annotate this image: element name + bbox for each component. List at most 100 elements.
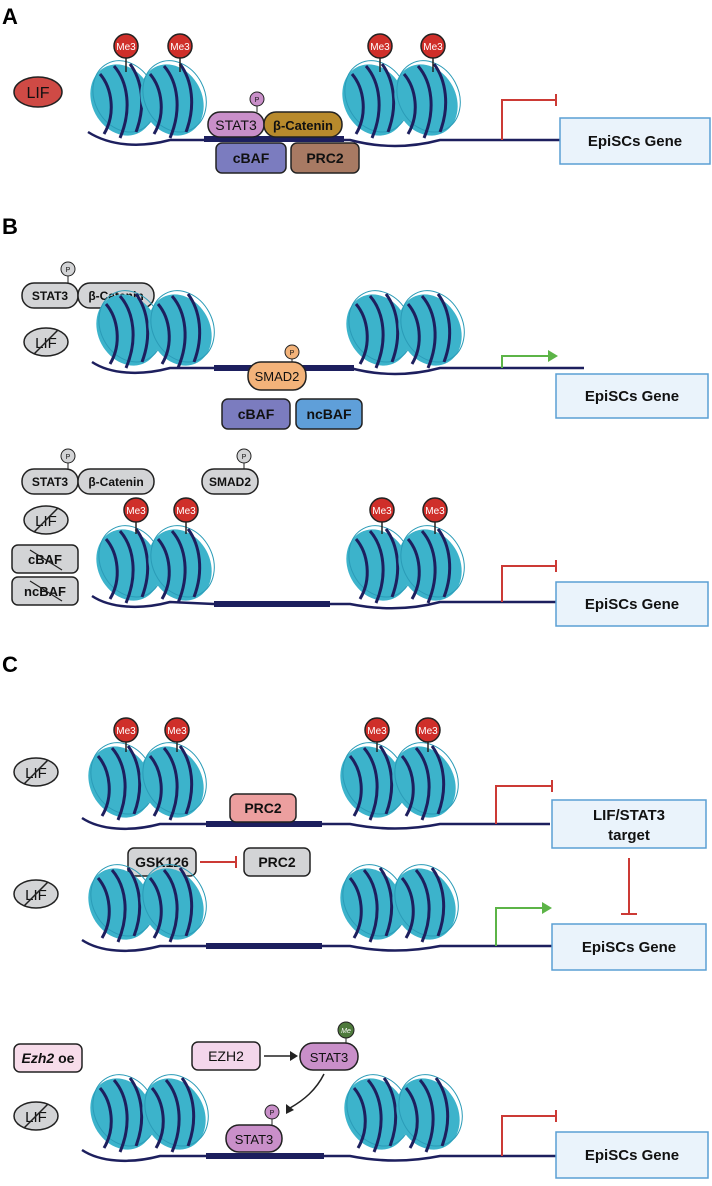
smad2-protein: SMAD2 — [247, 361, 307, 391]
panel-c-ezh2: Ezh2 oe EZH2 Me STAT3 LIF — [13, 1021, 709, 1179]
stat3-phosphorylated: STAT3 — [225, 1124, 283, 1153]
inhibition-arrow — [621, 858, 637, 915]
me3-mark: Me3 — [415, 717, 441, 752]
me3-mark: Me3 — [164, 717, 190, 752]
active-promoter-arrow — [501, 355, 550, 368]
lif-signal: LIF — [13, 76, 63, 108]
svg-text:PRC2: PRC2 — [258, 854, 296, 870]
nucleosome — [380, 48, 474, 149]
episcs-gene-box: EpiSCs Gene — [555, 581, 709, 627]
cbaf-complex: cBAF — [215, 142, 287, 174]
svg-text:cBAF: cBAF — [238, 406, 275, 422]
svg-text:Me3: Me3 — [370, 42, 390, 53]
lif-absent: LIF — [13, 879, 59, 909]
lif-absent: LIF — [13, 757, 59, 787]
svg-text:EpiSCs Gene: EpiSCs Gene — [585, 596, 679, 613]
prc2-inactive: PRC2 — [243, 847, 311, 877]
me3-mark: Me3 — [369, 497, 395, 534]
svg-text:STAT3: STAT3 — [32, 475, 69, 489]
me3-mark: Me3 — [364, 717, 390, 752]
ezh2-protein: EZH2 — [191, 1041, 261, 1071]
svg-text:Me3: Me3 — [167, 726, 187, 737]
svg-text:Me3: Me3 — [423, 42, 443, 53]
me3-mark: Me3 — [422, 497, 448, 534]
svg-text:P: P — [66, 267, 71, 274]
svg-text:Ezh2 oe: Ezh2 oe — [22, 1050, 75, 1066]
lif-stat3-target-box: LIF/STAT3 target — [551, 799, 707, 849]
svg-text:Me3: Me3 — [170, 42, 190, 53]
panel-c-gsk126: GSK126 PRC2 LIF EpiSCs Gene — [13, 847, 707, 971]
panel-b: B P STAT3 β-Catenin LIF P — [2, 214, 709, 430]
svg-text:P: P — [270, 1110, 275, 1117]
me3-mark: Me3 — [113, 717, 139, 752]
svg-text:STAT3: STAT3 — [310, 1050, 349, 1065]
arrow-head — [286, 1104, 294, 1114]
beta-catenin-protein: β-Catenin — [263, 111, 343, 138]
nucleosome — [128, 1062, 222, 1163]
svg-text:PRC2: PRC2 — [244, 800, 282, 816]
phospho-mark: P — [60, 261, 76, 283]
svg-text:ncBAF: ncBAF — [24, 584, 66, 599]
svg-text:EpiSCs Gene: EpiSCs Gene — [588, 133, 682, 150]
nucleosome — [378, 852, 472, 953]
ncbaf-absent: ncBAF — [11, 576, 79, 606]
svg-text:EpiSCs Gene: EpiSCs Gene — [582, 939, 676, 956]
phospho-mark: P — [249, 91, 265, 112]
episcs-gene-box: EpiSCs Gene — [555, 1131, 709, 1179]
svg-text:Me: Me — [341, 1028, 351, 1035]
active-promoter-arrow — [495, 907, 544, 946]
svg-text:Me3: Me3 — [425, 506, 445, 517]
nucleosome — [384, 513, 478, 614]
methyl-mark: Me — [337, 1021, 355, 1043]
svg-text:EZH2: EZH2 — [208, 1048, 244, 1064]
svg-text:Me3: Me3 — [372, 506, 392, 517]
svg-text:STAT3: STAT3 — [215, 117, 257, 133]
ncbaf-complex: ncBAF — [295, 398, 363, 430]
arrow-head — [290, 1051, 298, 1061]
repressed-promoter-arrow — [501, 1110, 557, 1156]
svg-text:Me3: Me3 — [367, 726, 387, 737]
nucleosome — [382, 1062, 476, 1163]
active-arrow-head — [542, 902, 552, 914]
enhancer-region — [206, 943, 322, 949]
svg-text:Me3: Me3 — [176, 506, 196, 517]
nucleosome — [126, 730, 220, 831]
svg-text:P: P — [290, 350, 295, 357]
nucleosome — [378, 730, 472, 831]
svg-text:Me3: Me3 — [116, 726, 136, 737]
panel-c: C LIF Me3 Me3 Me3 Me3 — [2, 652, 707, 915]
svg-text:STAT3: STAT3 — [235, 1132, 274, 1147]
repressed-promoter-arrow — [501, 94, 557, 140]
svg-text:STAT3: STAT3 — [32, 289, 69, 303]
svg-text:β-Catenin: β-Catenin — [273, 118, 333, 133]
svg-text:SMAD2: SMAD2 — [255, 369, 300, 384]
phospho-mark: P — [60, 448, 76, 469]
nucleosome — [384, 278, 478, 379]
panel-label-a: A — [2, 4, 18, 29]
svg-text:SMAD2: SMAD2 — [209, 475, 251, 489]
prc2-complex: PRC2 — [290, 142, 360, 174]
lif-absent: LIF — [23, 327, 69, 357]
svg-text:ncBAF: ncBAF — [306, 406, 352, 422]
me3-mark: Me3 — [167, 33, 193, 72]
phospho-mark: P — [236, 448, 252, 469]
enhancer-region — [204, 136, 344, 142]
repressed-promoter-arrow — [501, 560, 557, 602]
stat3-inactive: STAT3 — [21, 468, 79, 495]
enhancer-region — [214, 601, 330, 607]
episcs-gene-box: EpiSCs Gene — [555, 373, 709, 419]
svg-text:EpiSCs Gene: EpiSCs Gene — [585, 388, 679, 405]
inhibition-arrow — [200, 856, 237, 868]
repressed-promoter-arrow — [495, 780, 553, 824]
episcs-gene-box: EpiSCs Gene — [559, 117, 711, 165]
me3-mark: Me3 — [173, 497, 199, 534]
panel-b-lower: P STAT3 β-Catenin P SMAD2 LIF cBAF — [11, 448, 709, 627]
cbaf-complex: cBAF — [221, 398, 291, 430]
stat3-protein: STAT3 — [207, 111, 265, 138]
svg-text:P: P — [66, 454, 71, 461]
svg-text:P: P — [242, 454, 247, 461]
enhancer-region — [206, 1153, 324, 1159]
phospho-mark: P — [264, 1104, 280, 1125]
beta-catenin-inactive: β-Catenin — [77, 468, 155, 495]
